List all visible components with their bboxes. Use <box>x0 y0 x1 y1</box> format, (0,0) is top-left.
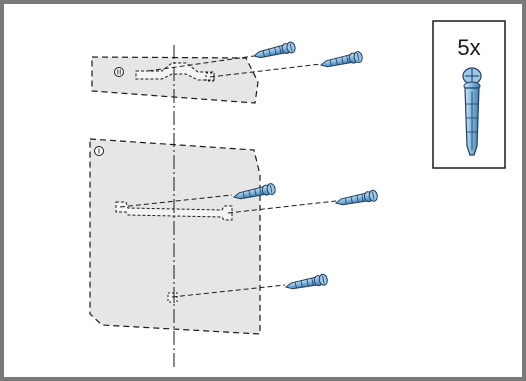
guide-lines <box>119 55 337 298</box>
quantity-label: 5x <box>457 35 480 60</box>
part-marker-ii <box>114 67 124 77</box>
lower-panel-part <box>89 138 261 335</box>
quantity-legend: 5x <box>432 20 506 169</box>
upper-bracket-part <box>91 56 259 104</box>
wall-plug-icon <box>462 67 482 156</box>
